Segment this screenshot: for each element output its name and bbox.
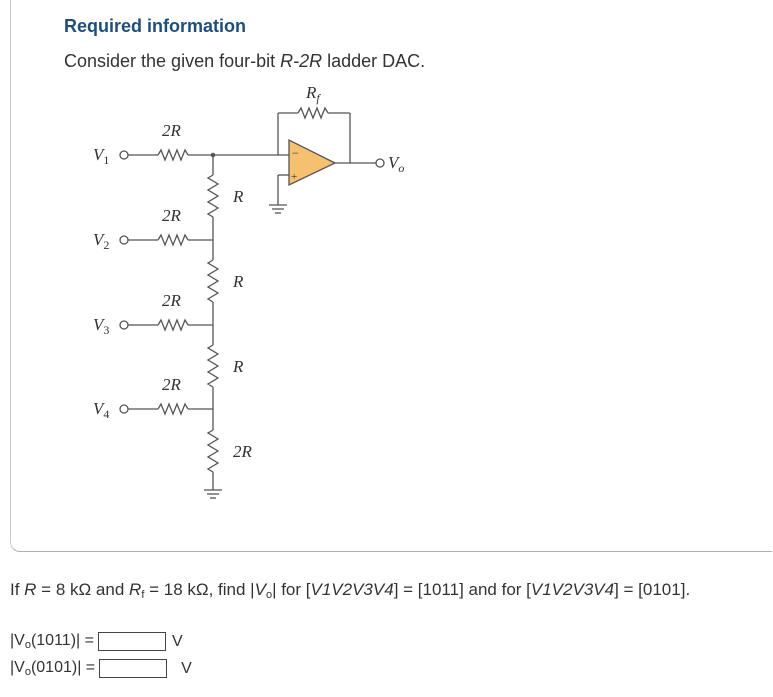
rf-label: Rf [305, 83, 321, 105]
ladder-label-r-3: R [232, 357, 244, 376]
output-terminal [375, 158, 385, 168]
resistor-2r-4 [128, 402, 213, 416]
resistor-label-2r-2: 2R [162, 206, 182, 225]
input-label-v4: V4 [93, 399, 109, 421]
dac-circuit-diagram: − + Rf Vo V1 V2 V3 V4 2R 2R 2R 2R R R R … [93, 83, 404, 499]
opamp-minus-sign: − [292, 146, 299, 160]
resistor-label-2r-1: 2R [162, 121, 182, 140]
resistor-2r-1 [128, 148, 213, 162]
ground-symbol-opamp [269, 204, 287, 214]
answer-label-0101: |Vo(0101)| = [10, 659, 96, 678]
input-terminal-v2 [119, 235, 129, 245]
feedback-resistor-rf [297, 106, 329, 120]
unit-label-0101: V [181, 659, 192, 677]
input-terminal-v1 [119, 150, 129, 160]
op-amp-triangle [288, 138, 337, 187]
required-information-heading: Required information [64, 16, 247, 36]
input-label-v1: V1 [93, 145, 109, 167]
answer-row-0101: |Vo(0101)| = V [10, 659, 192, 678]
answer-label-1011: |Vo(1011)| = [10, 632, 94, 651]
opamp-plus-sign: + [291, 171, 297, 183]
resistor-2r-3 [128, 318, 213, 332]
ground-symbol-bottom [204, 489, 222, 499]
answer-input-1011[interactable] [97, 632, 166, 651]
ladder-resistor-r-3 [206, 344, 220, 388]
vo-label: Vo [388, 153, 404, 175]
unit-label-1011: V [171, 632, 183, 650]
input-terminal-v4 [119, 404, 129, 414]
resistor-label-2r-4: 2R [162, 375, 182, 394]
input-terminal-v3 [119, 320, 129, 330]
intro-text: Consider the given four-bit R-2R ladder … [64, 51, 426, 71]
answer-input-0101[interactable] [99, 659, 168, 678]
input-label-v3: V3 [93, 315, 109, 337]
resistor-2r-2 [128, 233, 213, 247]
ladder-label-r-2: R [232, 272, 244, 291]
question-text: If R = 8 kΩ and Rf = 18 kΩ, find |Vo| fo… [10, 580, 691, 601]
ladder-label-r-1: R [232, 187, 244, 206]
resistor-label-2r-3: 2R [162, 291, 182, 310]
ladder-label-2r: 2R [233, 442, 253, 461]
ladder-resistor-r-2 [206, 259, 220, 303]
ladder-resistor-r-1 [206, 174, 220, 218]
ladder-resistor-2r-bottom [206, 429, 220, 473]
question-panel [10, 0, 772, 552]
input-label-v2: V2 [93, 230, 109, 252]
answer-row-1011: |Vo(1011)| = V [10, 632, 183, 651]
